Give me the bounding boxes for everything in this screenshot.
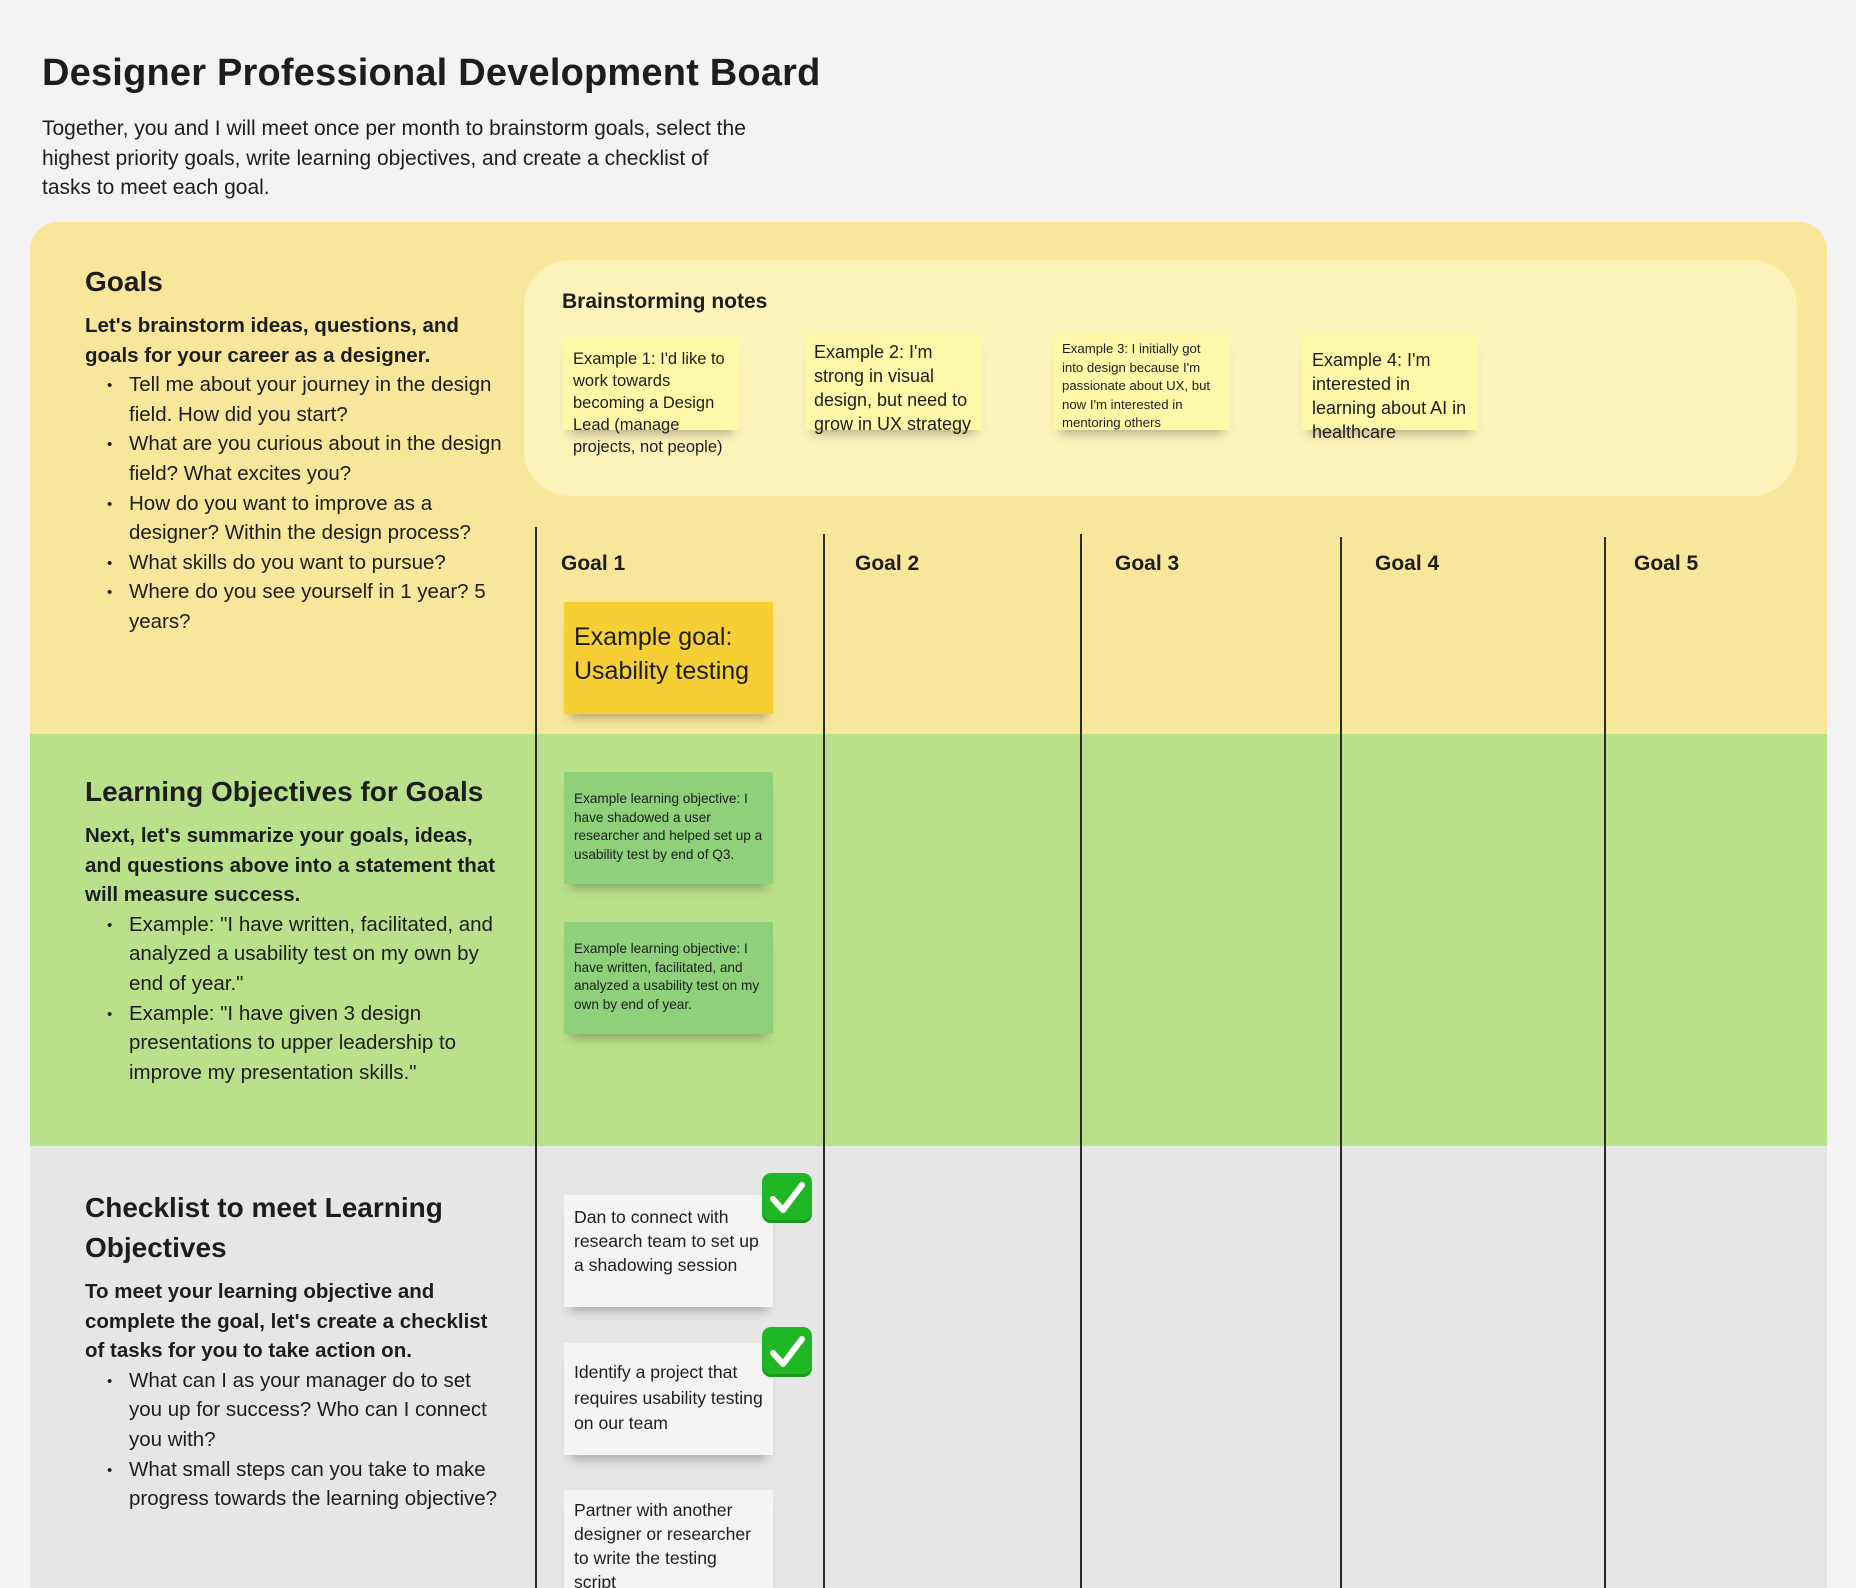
checklist-section: Checklist to meet Learning Objectives To… [85,1188,505,1514]
column-divider [823,534,825,1588]
brainstorm-note-3[interactable]: Example 3: I initially got into design b… [1054,334,1230,430]
goals-heading: Goals [85,266,163,297]
example-goal-note[interactable]: Example goal: Usability testing [564,602,773,714]
objectives-bullet: Example: "I have written, facilitated, a… [107,910,505,999]
goals-bullet: Tell me about your journey in the design… [107,370,505,429]
column-divider [535,527,537,1588]
objectives-heading: Learning Objectives for Goals [85,776,484,807]
learning-objective-note-2[interactable]: Example learning objective: I have writt… [564,922,773,1034]
checklist-bullets: What can I as your manager do to set you… [107,1366,505,1514]
brainstorm-note-1[interactable]: Example 1: I'd like to work towards beco… [563,338,739,456]
brainstorming-title: Brainstorming notes [562,290,768,313]
checklist-heading: Checklist to meet Learning Objectives [85,1192,443,1263]
checklist-bullet: What small steps can you take to make pr… [107,1455,505,1514]
checklist-task-note-1[interactable]: Dan to connect with research team to set… [564,1195,773,1307]
brainstorm-note-4[interactable]: Example 4: I'm interested in learning ab… [1302,334,1478,442]
goal-5-header: Goal 5 [1634,552,1699,575]
goals-bullet: What skills do you want to pursue? [107,548,505,578]
goals-bullet: What are you curious about in the design… [107,429,505,488]
column-divider [1080,534,1082,1588]
check-mark-icon[interactable] [762,1327,812,1377]
brainstorming-panel: Brainstorming notes Example 1: I'd like … [524,260,1797,496]
goals-bullets: Tell me about your journey in the design… [107,370,505,636]
checklist-task-note-3[interactable]: Partner with another designer or researc… [564,1490,773,1588]
goals-section: Goals Let's brainstorm ideas, questions,… [85,262,505,637]
goals-bullet: Where do you see yourself in 1 year? 5 y… [107,577,505,636]
brainstorm-note-2[interactable]: Example 2: I'm strong in visual design, … [806,334,982,434]
checklist-task-note-2[interactable]: Identify a project that requires usabili… [564,1343,773,1455]
check-mark-icon[interactable] [762,1173,812,1223]
objectives-section: Learning Objectives for Goals Next, let'… [85,772,505,1087]
goal-2-header: Goal 2 [855,552,920,575]
objectives-lead: Next, let's summarize your goals, ideas,… [85,824,496,907]
checklist-bullet: What can I as your manager do to set you… [107,1366,505,1455]
goal-4-header: Goal 4 [1375,552,1440,575]
goals-lead: Let's brainstorm ideas, questions, and g… [85,314,459,367]
goals-bullet: How do you want to improve as a designer… [107,489,505,548]
checklist-lead: To meet your learning objective and comp… [85,1280,488,1363]
page-intro: Together, you and I will meet once per m… [42,117,746,199]
column-divider [1604,537,1606,1588]
objectives-bullets: Example: "I have written, facilitated, a… [107,910,505,1088]
learning-objective-note-1[interactable]: Example learning objective: I have shado… [564,772,773,884]
development-board: Goals Let's brainstorm ideas, questions,… [30,222,1827,1588]
column-divider [1340,537,1342,1588]
objectives-bullet: Example: "I have given 3 design presenta… [107,999,505,1088]
goal-3-header: Goal 3 [1115,552,1180,575]
page-title: Designer Professional Development Board [42,52,821,94]
goal-1-header: Goal 1 [561,552,626,575]
